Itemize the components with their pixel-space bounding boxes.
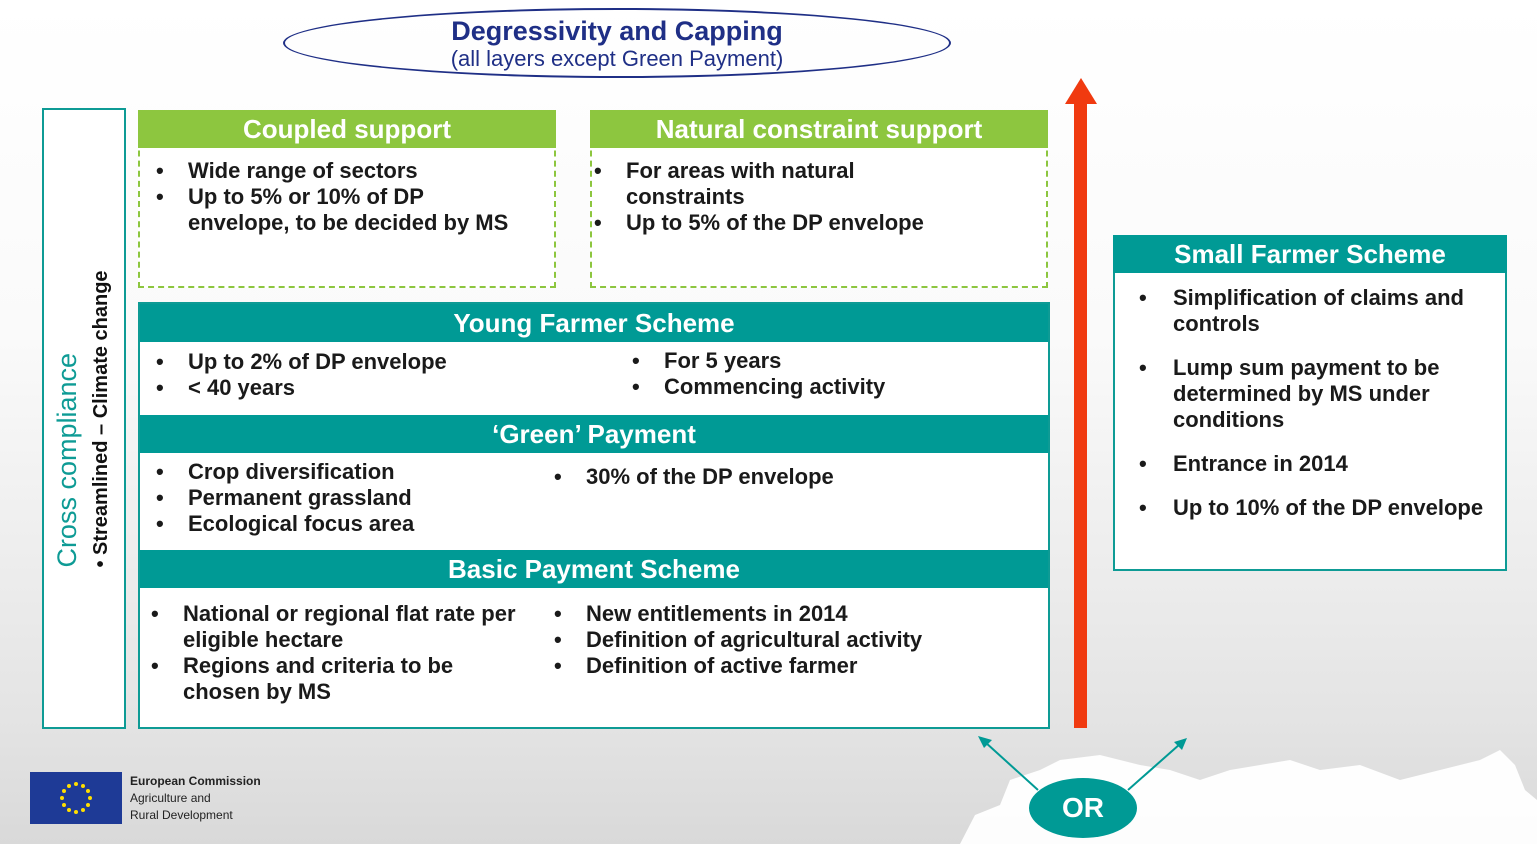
- list-item: Entrance in 2014: [1115, 451, 1495, 477]
- basic-payment-left-list: National or regional flat rate per eligi…: [135, 601, 535, 705]
- arrow-up-head: [1065, 78, 1097, 104]
- small-farmer-list: Simplification of claims and controls Lu…: [1115, 285, 1495, 521]
- eu-stars-icon: [60, 782, 92, 814]
- list-item: Commencing activity: [616, 374, 1036, 400]
- arrow-up-shaft: [1074, 100, 1087, 728]
- green-payment-left-list: Crop diversification Permanent grassland…: [140, 459, 560, 537]
- coupled-support-title: Coupled support: [138, 110, 556, 148]
- list-item: Ecological focus area: [140, 511, 560, 537]
- list-item: National or regional flat rate per eligi…: [135, 601, 535, 653]
- coupled-support-box: Coupled support Wide range of sectors Up…: [138, 110, 556, 288]
- small-farmer-box: Small Farmer Scheme Simplification of cl…: [1113, 235, 1507, 571]
- list-item: For 5 years: [616, 348, 1036, 374]
- or-connector-right: [1127, 743, 1181, 791]
- list-item: Lump sum payment to be determined by MS …: [1115, 355, 1495, 433]
- list-item: Up to 10% of the DP envelope: [1115, 495, 1495, 521]
- basic-payment-title: Basic Payment Scheme: [140, 550, 1048, 588]
- list-item: Wide range of sectors: [140, 158, 520, 184]
- green-payment-right-list: 30% of the DP envelope: [538, 464, 958, 490]
- green-payment-title: ‘Green’ Payment: [140, 415, 1048, 453]
- logo-line-3: Rural Development: [130, 808, 233, 822]
- ellipse-subtitle: (all layers except Green Payment): [450, 46, 784, 71]
- eu-flag-logo: [30, 772, 122, 824]
- or-arrowhead-left: [978, 736, 992, 748]
- logo-line-2: Agriculture and: [130, 791, 211, 805]
- list-item: Crop diversification: [140, 459, 560, 485]
- logo-line-1: European Commission: [130, 774, 261, 788]
- list-item: New entitlements in 2014: [538, 601, 1038, 627]
- list-item: Simplification of claims and controls: [1115, 285, 1495, 337]
- commission-logo-text: European Commission Agriculture and Rura…: [130, 773, 261, 824]
- payment-layers-stack: Young Farmer Scheme Up to 2% of DP envel…: [138, 302, 1050, 729]
- degressivity-capping-ellipse: Degressivity and Capping (all layers exc…: [283, 8, 951, 78]
- list-item: Permanent grassland: [140, 485, 560, 511]
- or-connector-left: [984, 741, 1039, 791]
- basic-payment-right-list: New entitlements in 2014 Definition of a…: [538, 601, 1038, 679]
- or-badge: OR: [1029, 778, 1137, 838]
- cross-compliance-column: Cross compliance • Streamlined – Climate…: [42, 108, 126, 729]
- natural-constraint-title: Natural constraint support: [590, 110, 1048, 148]
- or-arrowhead-right: [1174, 738, 1187, 750]
- natural-constraint-box: Natural constraint support For areas wit…: [590, 110, 1048, 288]
- coupled-support-list: Wide range of sectors Up to 5% or 10% of…: [140, 158, 520, 236]
- young-farmer-right-list: For 5 years Commencing activity: [616, 348, 1036, 400]
- list-item: Up to 5% or 10% of DP envelope, to be de…: [140, 184, 520, 236]
- ellipse-title: Degressivity and Capping: [451, 16, 783, 46]
- list-item: Definition of agricultural activity: [538, 627, 1038, 653]
- list-item: Definition of active farmer: [538, 653, 1038, 679]
- list-item: Up to 2% of DP envelope: [140, 349, 600, 375]
- list-item: Up to 5% of the DP envelope: [592, 210, 952, 236]
- young-farmer-title: Young Farmer Scheme: [140, 304, 1048, 342]
- list-item: 30% of the DP envelope: [538, 464, 958, 490]
- young-farmer-left-list: Up to 2% of DP envelope < 40 years: [140, 349, 600, 401]
- small-farmer-title: Small Farmer Scheme: [1113, 235, 1507, 273]
- list-item: Regions and criteria to be chosen by MS: [135, 653, 535, 705]
- natural-constraint-list: For areas with natural constraints Up to…: [592, 158, 952, 236]
- list-item: For areas with natural constraints: [592, 158, 952, 210]
- list-item: < 40 years: [140, 375, 600, 401]
